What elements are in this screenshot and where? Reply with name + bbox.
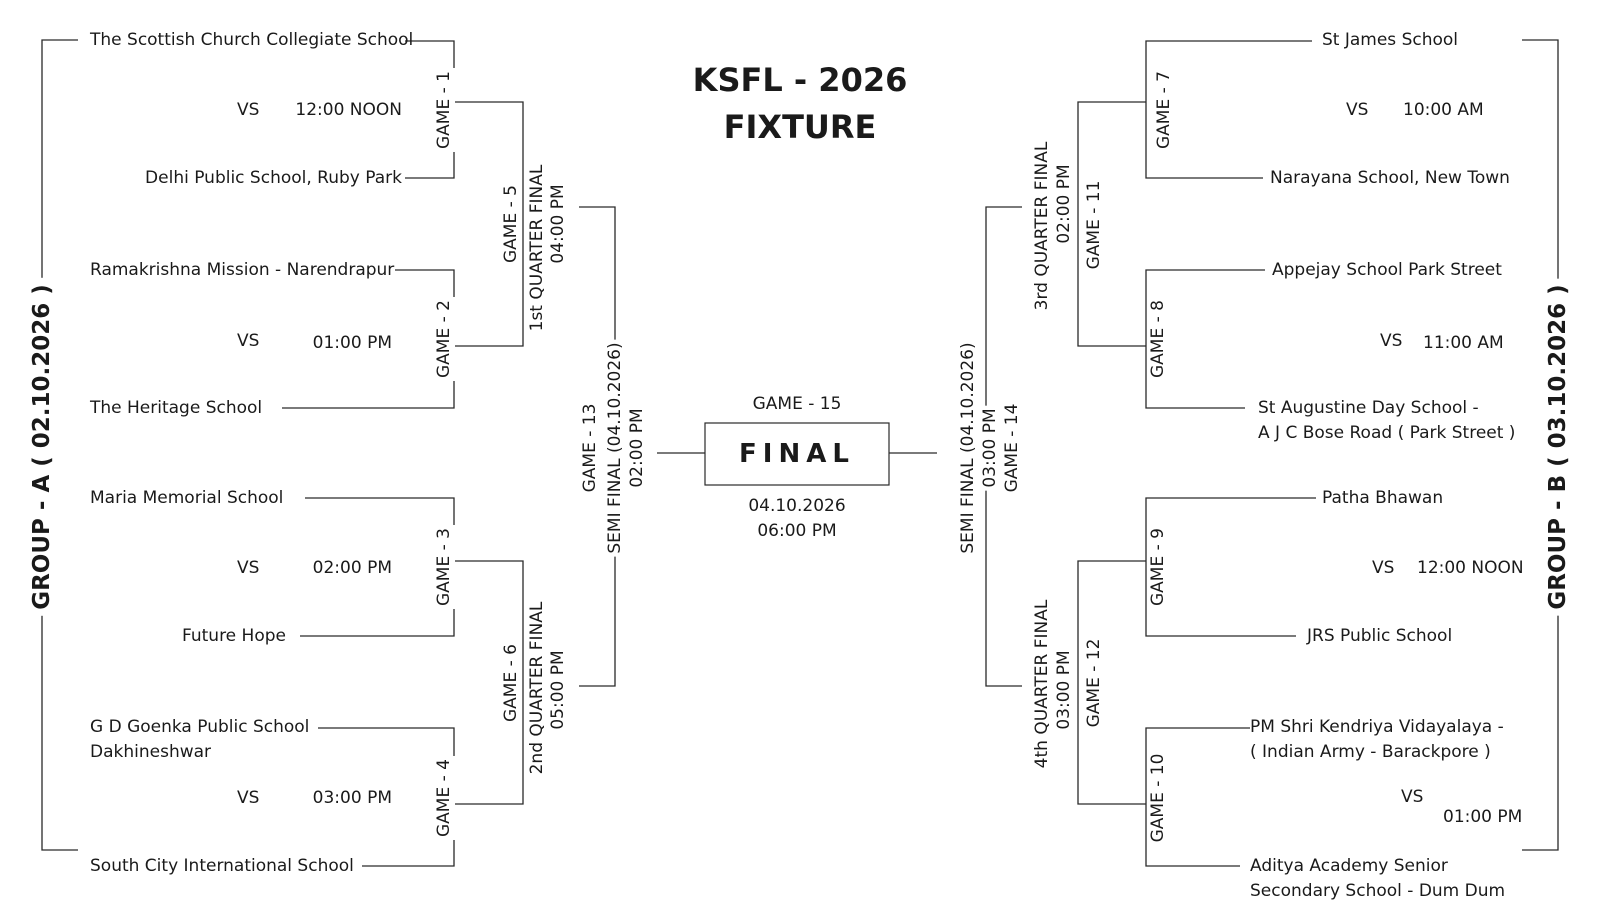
team-name: Narayana School, New Town	[1270, 168, 1510, 188]
game-label: GAME - 4	[433, 756, 455, 840]
team-name: Maria Memorial School	[90, 488, 284, 508]
quarter-final-label: 2nd QUARTER FINAL	[526, 598, 548, 778]
match-time: 02:00 PM	[626, 405, 648, 491]
final-game-label: GAME - 15	[752, 394, 842, 414]
game-label: GAME - 9	[1147, 525, 1169, 609]
game-label: GAME - 3	[433, 525, 455, 609]
game-9-bracket	[1145, 497, 1316, 637]
game-6-bracket	[454, 560, 524, 805]
match-time: 03:00 PM	[979, 405, 1001, 491]
team-name: Secondary School - Dum Dum	[1250, 881, 1506, 901]
match-time: 03:00 PM	[312, 788, 392, 808]
page-title-line-1: KSFL - 2026	[692, 61, 908, 99]
vs-label: VS	[237, 331, 260, 351]
game-label: GAME - 6	[500, 641, 522, 725]
match-time: 12:00 NOON	[1417, 558, 1524, 578]
match-time: 04:00 PM	[547, 181, 569, 267]
vs-label: VS	[1380, 331, 1403, 351]
game-label: GAME - 5	[500, 182, 522, 266]
match-time: 02:00 PM	[312, 558, 392, 578]
semi-final-label: SEMI FINAL (04.10.2026)	[957, 339, 979, 557]
team-name: The Scottish Church Collegiate School	[90, 30, 414, 50]
quarter-final-label: 4th QUARTER FINAL	[1031, 596, 1053, 772]
team-name: Aditya Academy Senior	[1250, 856, 1448, 876]
match-time: 01:00 PM	[312, 333, 392, 353]
team-name: A J C Bose Road ( Park Street )	[1258, 423, 1516, 443]
game-label: GAME - 11	[1083, 177, 1105, 273]
vs-label: VS	[237, 100, 260, 120]
vs-label: VS	[237, 788, 260, 808]
team-name: Patha Bhawan	[1322, 488, 1444, 508]
game-8-bracket	[1145, 269, 1265, 409]
team-name: G D Goenka Public School	[90, 717, 310, 737]
page-title-line-2: FIXTURE	[723, 108, 877, 146]
team-name: ( Indian Army - Barackpore )	[1250, 742, 1491, 762]
group-a-label: GROUP - A ( 02.10.2026 )	[29, 278, 55, 616]
team-name: Future Hope	[182, 626, 286, 646]
game-label: GAME - 10	[1147, 750, 1169, 846]
team-name: JRS Public School	[1307, 626, 1453, 646]
match-time: 12:00 NOON	[295, 100, 402, 120]
team-name: Dakhineshwar	[90, 742, 212, 762]
vs-label: VS	[237, 558, 260, 578]
match-time: 01:00 PM	[1443, 807, 1523, 827]
team-name: Appejay School Park Street	[1272, 260, 1502, 280]
game-11-bracket	[1077, 101, 1146, 347]
quarter-final-label: 1st QUARTER FINAL	[526, 161, 548, 335]
quarter-final-label: 3rd QUARTER FINAL	[1031, 138, 1053, 314]
final-date: 04.10.2026	[748, 496, 846, 516]
game-label: GAME - 12	[1083, 635, 1105, 731]
game-label: GAME - 13	[579, 400, 601, 496]
team-name: St James School	[1322, 30, 1459, 50]
game-label: GAME - 7	[1153, 68, 1175, 152]
team-name: Ramakrishna Mission - Narendrapur	[90, 260, 395, 280]
semi-final-label: SEMI FINAL (04.10.2026)	[604, 339, 626, 557]
team-name: Delhi Public School, Ruby Park	[145, 168, 402, 188]
group-b-label: GROUP - B ( 03.10.2026 )	[1545, 278, 1571, 616]
game-label: GAME - 2	[433, 297, 455, 381]
match-time: 11:00 AM	[1423, 333, 1504, 353]
game-label: GAME - 14	[1001, 400, 1023, 496]
team-name: The Heritage School	[90, 398, 263, 418]
final-label: FINAL	[739, 439, 855, 469]
team-name: South City International School	[90, 856, 354, 876]
game-label: GAME - 8	[1147, 297, 1169, 381]
final-box	[704, 422, 890, 486]
game-label: GAME - 1	[433, 68, 455, 152]
match-time: 10:00 AM	[1403, 100, 1484, 120]
match-time: 05:00 PM	[547, 647, 569, 733]
game-7-bracket	[1145, 40, 1312, 179]
team-name: St Augustine Day School -	[1258, 398, 1479, 418]
team-name: PM Shri Kendriya Vidayalaya -	[1250, 717, 1504, 737]
vs-label: VS	[1346, 100, 1369, 120]
game-10-bracket	[1145, 727, 1250, 867]
vs-label: VS	[1372, 558, 1395, 578]
final-time: 06:00 PM	[757, 521, 837, 541]
match-time: 02:00 PM	[1053, 161, 1075, 247]
vs-label: VS	[1401, 787, 1424, 807]
game-12-bracket	[1077, 560, 1146, 805]
match-time: 03:00 PM	[1053, 647, 1075, 733]
game-5-bracket	[454, 101, 524, 347]
